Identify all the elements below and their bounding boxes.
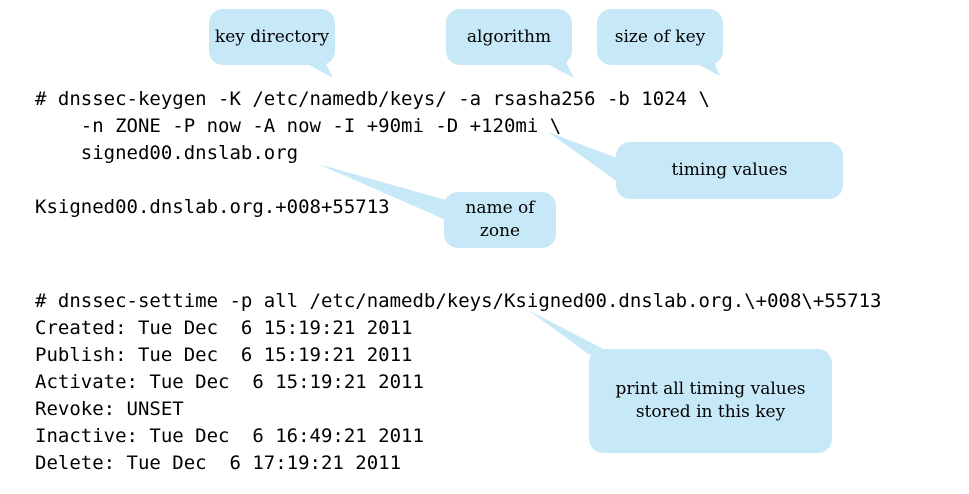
callout-print-all-line1: print all timing values [615, 379, 806, 399]
callout-key-directory: key directory [209, 9, 335, 65]
settime-publish: Publish: Tue Dec 6 15:19:21 2011 [35, 344, 413, 366]
callout-name-of-zone: name of zone [444, 192, 556, 248]
tail-print-all [528, 310, 615, 355]
keygen-line-1: # dnssec-keygen -K /etc/namedb/keys/ -a … [35, 88, 710, 110]
callout-print-all-line2: stored in this key [635, 402, 786, 422]
tail-name-of-zone [318, 164, 446, 220]
settime-created: Created: Tue Dec 6 15:19:21 2011 [35, 317, 413, 339]
settime-delete: Delete: Tue Dec 6 17:19:21 2011 [35, 452, 402, 474]
callout-timing-values-text: timing values [671, 160, 788, 180]
settime-command: # dnssec-settime -p all /etc/namedb/keys… [35, 290, 882, 312]
keygen-output: Ksigned00.dnslab.org.+008+55713 [35, 196, 390, 218]
callout-size-of-key: size of key [597, 9, 723, 65]
callout-timing-values: timing values [616, 142, 843, 199]
settime-inactive: Inactive: Tue Dec 6 16:49:21 2011 [35, 425, 424, 447]
callout-size-of-key-text: size of key [614, 26, 706, 47]
keygen-line-3: signed00.dnslab.org [35, 142, 299, 164]
settime-revoke: Revoke: UNSET [35, 398, 184, 420]
settime-activate: Activate: Tue Dec 6 15:19:21 2011 [35, 371, 424, 393]
tail-timing-values [548, 132, 622, 185]
callout-name-of-zone-line2: zone [479, 221, 521, 241]
callout-algorithm: algorithm [446, 9, 572, 65]
callout-name-of-zone-line1: name of [465, 198, 535, 218]
callout-algorithm-text: algorithm [466, 26, 552, 47]
keygen-line-2: -n ZONE -P now -A now -I +90mi -D +120mi… [35, 115, 562, 137]
callout-key-directory-text: key directory [214, 26, 330, 47]
callout-print-all: print all timing values stored in this k… [589, 349, 832, 453]
